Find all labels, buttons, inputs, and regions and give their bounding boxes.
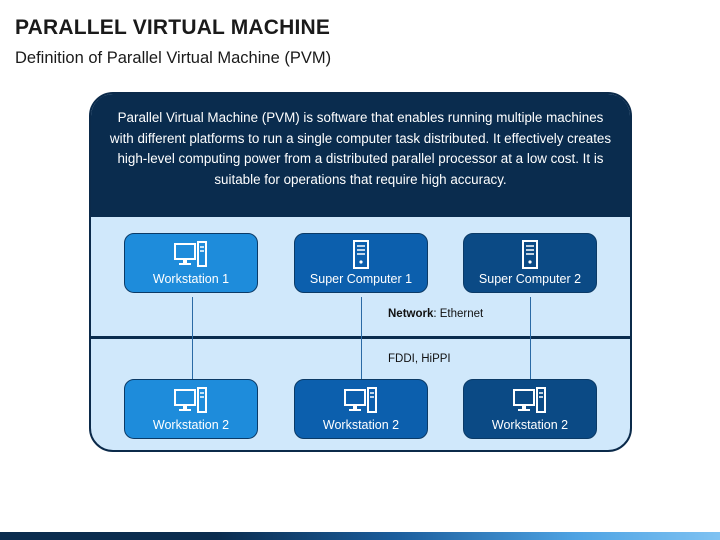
secondary-network-label: FDDI, HiPPI xyxy=(388,353,451,365)
node-workstation-2-b: Workstation 2 xyxy=(294,379,428,439)
node-label: Workstation 1 xyxy=(152,272,230,286)
node-label: Super Computer 1 xyxy=(309,272,413,286)
network-label-value: : Ethernet xyxy=(433,308,484,320)
connector-super-computer-2 xyxy=(530,297,531,379)
node-workstation-2-c: Workstation 2 xyxy=(463,379,597,439)
computer-icon xyxy=(513,387,546,413)
pvm-diagram-panel: Parallel Virtual Machine (PVM) is softwa… xyxy=(89,92,632,452)
node-workstation-1: Workstation 1 xyxy=(124,233,258,293)
page-title: PARALLEL VIRTUAL MACHINE xyxy=(15,16,331,39)
computer-icon xyxy=(174,241,207,267)
node-label: Workstation 2 xyxy=(322,418,400,432)
divider-top xyxy=(91,215,630,217)
node-label: Super Computer 2 xyxy=(478,272,582,286)
computer-icon xyxy=(344,387,377,413)
network-bus-line xyxy=(91,336,630,339)
connector-super-computer-1 xyxy=(361,297,362,379)
definition-text: Parallel Virtual Machine (PVM) is softwa… xyxy=(91,94,630,215)
server-icon xyxy=(353,240,369,269)
node-label: Workstation 2 xyxy=(491,418,569,432)
computer-icon xyxy=(174,387,207,413)
node-super-computer-1: Super Computer 1 xyxy=(294,233,428,293)
node-workstation-2-a: Workstation 2 xyxy=(124,379,258,439)
node-super-computer-2: Super Computer 2 xyxy=(463,233,597,293)
node-label: Workstation 2 xyxy=(152,418,230,432)
server-icon xyxy=(522,240,538,269)
page-subtitle: Definition of Parallel Virtual Machine (… xyxy=(15,49,332,67)
network-label-bold: Network xyxy=(388,308,434,320)
network-label: Network: Ethernet xyxy=(388,308,483,320)
connector-workstation xyxy=(192,297,193,379)
footer-accent-bar xyxy=(0,532,720,540)
